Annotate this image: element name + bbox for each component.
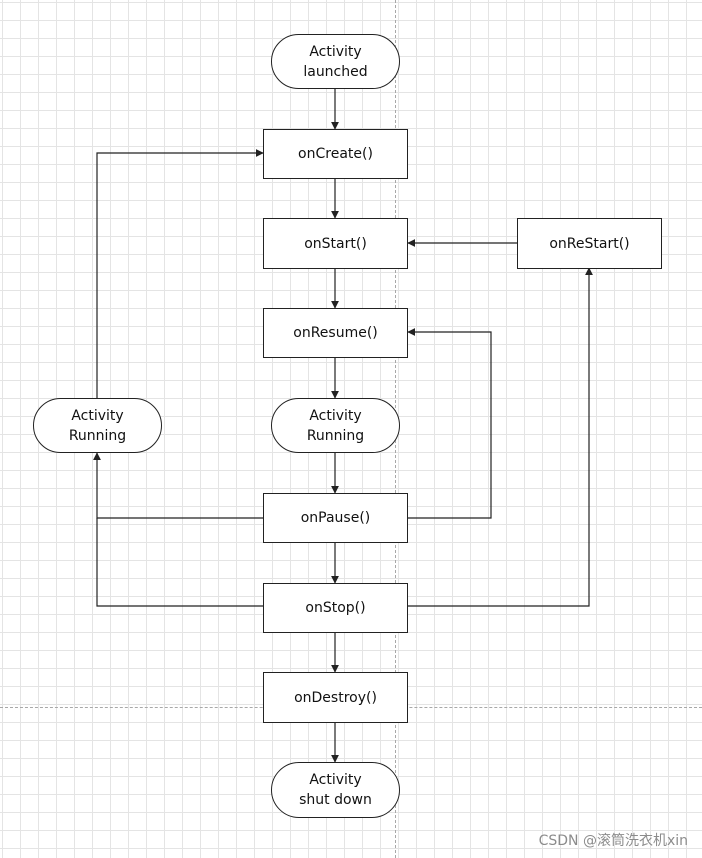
node-text-line: Activity — [71, 407, 124, 424]
watermark: CSDN @滚筒洗衣机xin — [538, 833, 688, 849]
node-text-line: launched — [303, 63, 368, 80]
node-label: onResume() — [293, 325, 378, 341]
node-text-line: Activity — [309, 43, 362, 60]
onresume-node: onResume() — [263, 308, 408, 358]
activity-running-center-node: Activity Running — [271, 398, 400, 453]
activity-launched-node: Activity launched — [271, 34, 400, 89]
edge-onstop-to-running-left — [96, 518, 263, 607]
node-text-line: Activity — [309, 407, 362, 424]
activity-shut-down-node: Activity shut down — [271, 762, 400, 818]
oncreate-node: onCreate() — [263, 129, 408, 179]
activity-running-left-node: Activity Running — [33, 398, 162, 453]
onrestart-node: onReStart() — [517, 218, 662, 269]
node-label: onStart() — [304, 235, 367, 252]
onstart-node: onStart() — [263, 218, 408, 269]
edge-onstop-to-onrestart — [408, 267, 593, 607]
node-text-line: Running — [68, 427, 127, 444]
node-text-line: Running — [306, 427, 365, 444]
node-label: onDestroy() — [294, 689, 377, 706]
onstop-node: onStop() — [263, 583, 408, 633]
node-label: onStop() — [305, 600, 366, 616]
ondestroy-node: onDestroy() — [263, 672, 408, 723]
edge-running-left-to-oncreate — [96, 149, 264, 398]
edge-onpause-to-onresume — [407, 328, 492, 519]
node-label: onReStart() — [549, 235, 630, 252]
node-text-line: shut down — [299, 792, 372, 808]
node-text-line: Activity — [309, 772, 362, 788]
node-label: onCreate() — [298, 146, 373, 162]
onpause-node: onPause() — [263, 493, 408, 543]
node-label: onPause() — [300, 510, 371, 526]
edge-onpause-to-running-left — [93, 452, 263, 519]
